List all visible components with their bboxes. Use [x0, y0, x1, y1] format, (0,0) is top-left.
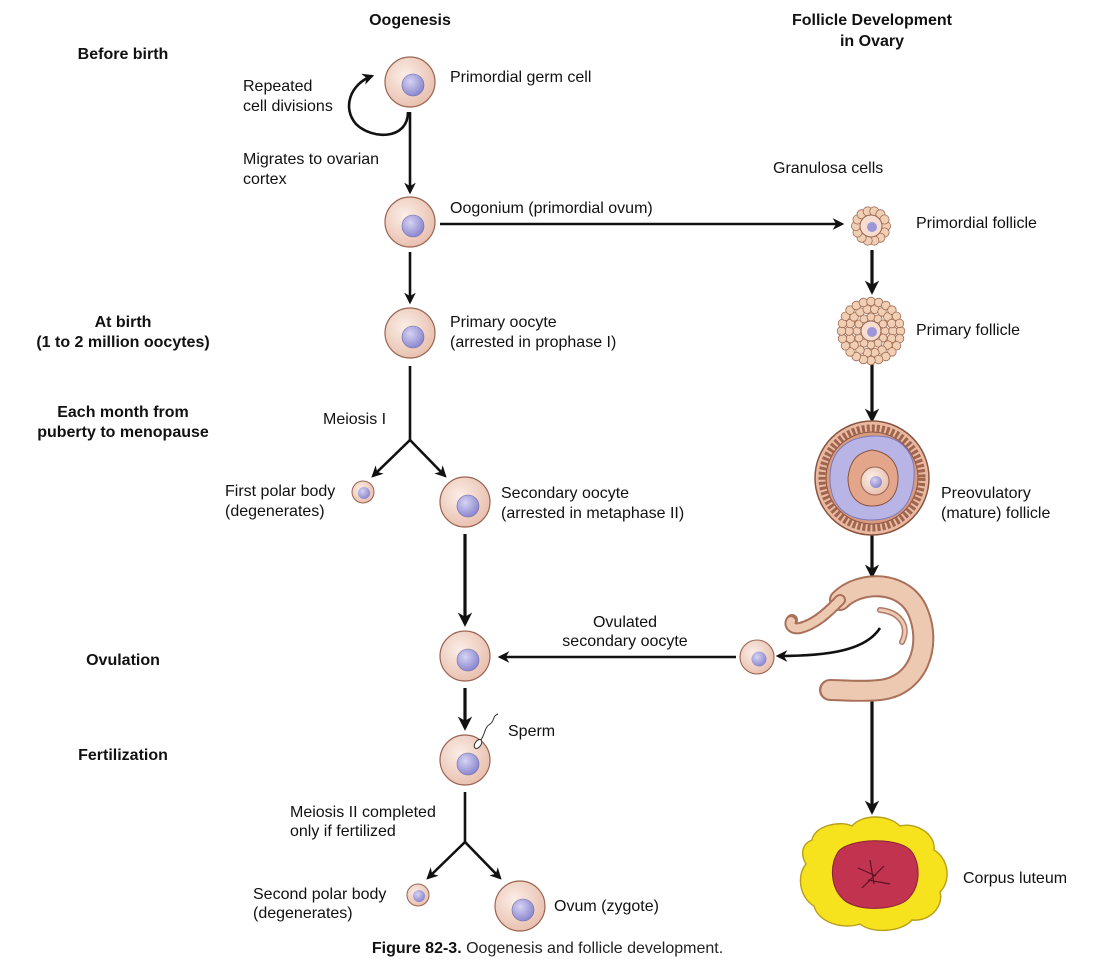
released-oocyte-small	[739, 639, 775, 675]
label-primordial-germ-cell: Primordial germ cell	[450, 69, 592, 86]
granulosa-cell	[845, 305, 855, 315]
header-follicle-line2: in Ovary	[839, 33, 905, 50]
meiosis-2-split-arrow	[426, 792, 502, 880]
primordial-germ-cell	[384, 56, 436, 108]
primary-oocyte-cell	[384, 307, 436, 359]
granulosa-cell	[887, 305, 897, 315]
label-primary-follicle: Primary follicle	[916, 322, 1021, 339]
label-ovulated-1: Ovulated	[592, 614, 658, 631]
label-secondary-oocyte-1: Secondary oocyte	[501, 485, 630, 502]
caption-label: Figure 82-3.	[371, 940, 462, 957]
stage-fertilization: Fertilization	[78, 747, 168, 764]
sperm-icon	[473, 713, 499, 749]
fertilized-oocyte-cell	[439, 734, 491, 786]
label-meiosis-2-2: only if fertilized	[290, 823, 396, 840]
label-preovulatory-2: (mature) follicle	[941, 505, 1051, 522]
label-meiosis-2-1: Meiosis II completed	[290, 804, 436, 821]
primordial-follicle	[851, 206, 892, 246]
stage-before-birth: Before birth	[77, 46, 169, 63]
label-repeated-divisions-2: cell divisions	[243, 98, 333, 115]
label-second-polar-1: Second polar body	[253, 886, 387, 903]
preovulatory-follicle	[814, 420, 930, 536]
stage-monthly-line1: Each month from	[57, 404, 189, 421]
label-migrates-2: cortex	[243, 171, 287, 188]
figure-caption: Figure 82-3. Oogenesis and follicle deve…	[0, 940, 1095, 958]
label-repeated-divisions-1: Repeated	[243, 78, 313, 95]
oogonium-cell	[384, 196, 436, 248]
repeated-division-loop-arrow	[347, 73, 410, 137]
follicle-oocyte-nucleus	[867, 327, 877, 337]
stage-ovulation: Ovulation	[86, 652, 160, 669]
first-polar-body	[351, 480, 375, 504]
header-follicle-line1: Follicle Development	[791, 12, 953, 29]
stage-at-birth-line1: At birth	[94, 314, 152, 331]
stage-at-birth-line2: (1 to 2 million oocytes)	[36, 334, 210, 351]
label-oogonium: Oogonium (primordial ovum)	[450, 200, 653, 217]
granulosa-cell	[894, 318, 905, 329]
label-primordial-follicle: Primordial follicle	[916, 215, 1037, 232]
ovulated-oocyte-cell	[439, 630, 491, 682]
ovum-zygote-cell	[494, 880, 546, 932]
primary-follicle	[836, 296, 906, 366]
label-first-polar-1: First polar body	[225, 483, 336, 500]
meiosis-1-split-arrow	[371, 366, 447, 478]
label-preovulatory-1: Preovulatory	[941, 485, 1031, 502]
label-ovum: Ovum (zygote)	[554, 898, 659, 915]
label-primary-oocyte-2: (arrested in prophase I)	[450, 334, 617, 351]
label-primary-oocyte-1: Primary oocyte	[450, 314, 557, 331]
label-secondary-oocyte-2: (arrested in metaphase II)	[501, 505, 685, 522]
stage-monthly-line2: puberty to menopause	[37, 424, 209, 441]
follicle-oocyte-nucleus	[867, 222, 877, 232]
header-oogenesis: Oogenesis	[369, 12, 451, 29]
caption-text: Oogenesis and follicle development.	[461, 940, 724, 957]
label-second-polar-2: (degenerates)	[253, 905, 353, 922]
granulosa-cell	[840, 311, 851, 322]
label-granulosa-cells: Granulosa cells	[773, 160, 884, 177]
granulosa-cell	[851, 351, 862, 362]
corpus-luteum	[799, 816, 948, 931]
label-meiosis-1: Meiosis I	[323, 411, 387, 428]
label-migrates-1: Migrates to ovarian	[243, 151, 380, 168]
second-polar-body	[406, 883, 430, 907]
secondary-oocyte-cell	[439, 476, 491, 528]
ovulating-follicle	[784, 575, 935, 702]
label-ovulated-2: secondary oocyte	[562, 633, 688, 650]
label-corpus-luteum: Corpus luteum	[963, 870, 1068, 887]
arrow-follicle-release-oocyte	[775, 627, 882, 662]
label-sperm: Sperm	[508, 723, 556, 740]
label-first-polar-2: (degenerates)	[225, 503, 325, 520]
